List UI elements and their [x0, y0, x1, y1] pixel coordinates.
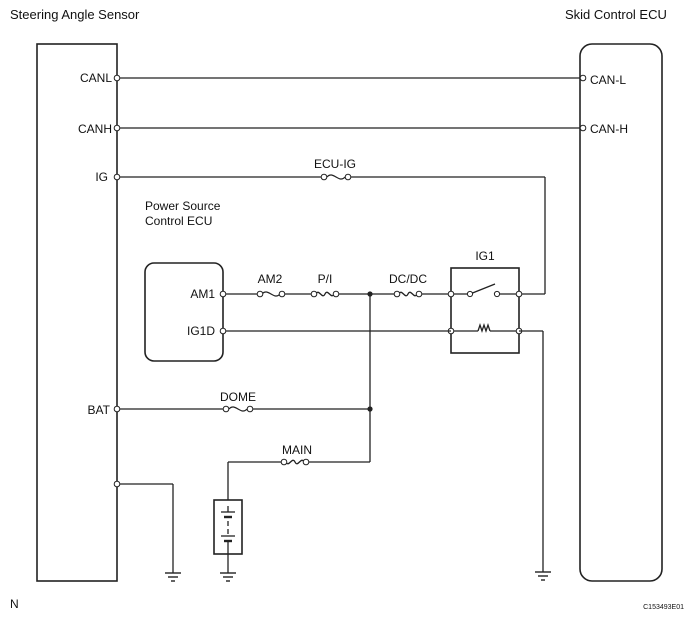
dcdc-fuse-label: DC/DC [389, 272, 427, 286]
pin-am1-label: AM1 [190, 287, 215, 301]
pin-can-l-label: CAN-L [590, 73, 626, 87]
pin-ig-label: IG [95, 170, 108, 184]
pin-canl-label: CANL [80, 71, 112, 85]
pin-bat-label: BAT [88, 403, 111, 417]
pin-can-h-label: CAN-H [590, 122, 628, 136]
connector-terminals [113, 74, 587, 413]
am1-circuit [223, 290, 449, 298]
ecu-ig-fuse-label: ECU-IG [314, 157, 356, 171]
steering-angle-sensor-title: Steering Angle Sensor [10, 7, 140, 22]
ig1-relay-label: IG1 [475, 249, 495, 263]
figure-code: C153493E01 [643, 604, 684, 611]
ig1-relay [447, 267, 523, 354]
power-source-control-ecu-box [144, 262, 224, 362]
steering-angle-sensor-box [36, 43, 118, 582]
am2-fuse-label: AM2 [258, 272, 283, 286]
power-ecu-label-line1: Power Source [145, 199, 221, 213]
ig1-relay-box [450, 267, 520, 354]
skid-control-ecu-title: Skid Control ECU [565, 7, 667, 22]
dome-fuse-label: DOME [220, 390, 256, 404]
power-ecu-label-line2: Control ECU [145, 214, 212, 228]
pin-ig1d-label: IG1D [187, 324, 215, 338]
ig-circuit [117, 173, 546, 295]
sensor-ground-circuit [113, 480, 174, 573]
ground-icon [535, 571, 551, 581]
main-circuit [227, 458, 370, 500]
ground-icon [220, 572, 236, 582]
orientation-label: N [10, 597, 19, 611]
battery-icon [213, 499, 243, 573]
pin-canh-label: CANH [78, 122, 112, 136]
skid-control-ecu-box [579, 43, 663, 582]
main-fuse-label: MAIN [282, 443, 312, 457]
ig1d-circuit [223, 330, 544, 572]
bat-circuit [117, 294, 373, 462]
ground-icon [165, 572, 181, 582]
pi-fuse-label: P/I [318, 272, 333, 286]
